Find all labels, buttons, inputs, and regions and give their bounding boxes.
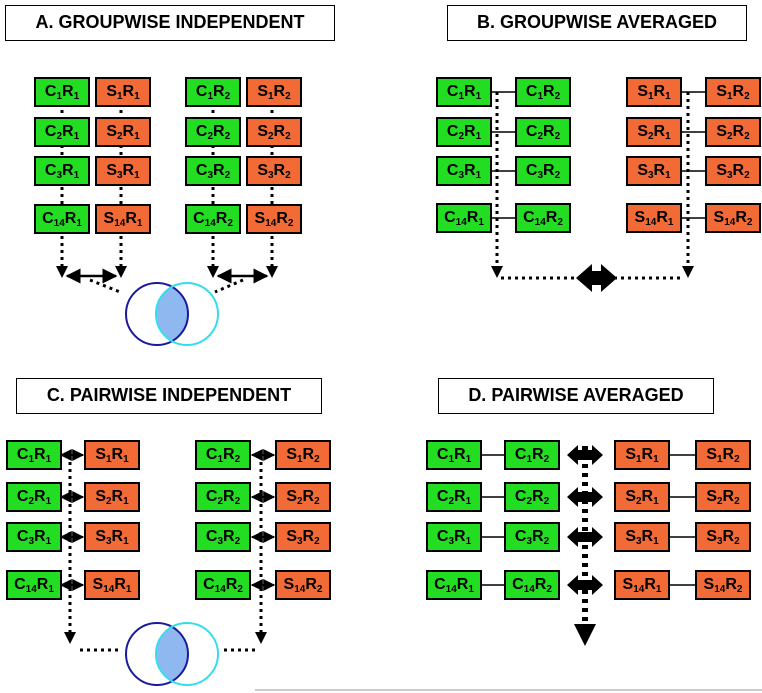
box-s14r2: S14R2 bbox=[275, 570, 331, 600]
panel-a-title: A. GROUPWISE INDEPENDENT bbox=[5, 5, 335, 41]
box-c2r2: C2R2 bbox=[185, 117, 241, 147]
panel-d-summary-arrowhead bbox=[574, 624, 596, 646]
box-s3r1: S3R1 bbox=[626, 156, 682, 186]
box-c1r2: C1R2 bbox=[185, 77, 241, 107]
box-s14r2: S14R2 bbox=[246, 204, 302, 234]
panel-b-dotted-paths bbox=[495, 92, 690, 280]
box-c1r1: C1R1 bbox=[6, 440, 62, 470]
box-s1r1: S1R1 bbox=[626, 77, 682, 107]
panel-b-arrowheads bbox=[491, 266, 694, 278]
panel-b-compare-double-arrow bbox=[576, 264, 617, 292]
box-c3r1: C3R1 bbox=[6, 522, 62, 552]
box-s2r2: S2R2 bbox=[275, 482, 331, 512]
box-s2r1: S2R1 bbox=[614, 482, 670, 512]
box-c3r1: C3R1 bbox=[436, 156, 492, 186]
box-s14r1: S14R1 bbox=[95, 204, 151, 234]
box-s3r2: S3R2 bbox=[246, 156, 302, 186]
box-s2r1: S2R1 bbox=[95, 117, 151, 147]
box-c14r1: C14R1 bbox=[426, 570, 482, 600]
panel-d-compare-arrows bbox=[567, 445, 603, 595]
box-c14r1: C14R1 bbox=[436, 203, 492, 233]
box-c1r1: C1R1 bbox=[34, 77, 90, 107]
box-c3r2: C3R2 bbox=[195, 522, 251, 552]
box-c14r2: C14R2 bbox=[195, 570, 251, 600]
box-s1r2: S1R2 bbox=[695, 440, 751, 470]
box-c2r1: C2R1 bbox=[426, 482, 482, 512]
box-s1r2: S1R2 bbox=[705, 77, 761, 107]
panel-c-pair-arrows bbox=[59, 449, 276, 591]
box-c14r2: C14R2 bbox=[185, 204, 241, 234]
box-c1r2: C1R2 bbox=[195, 440, 251, 470]
box-c1r2: C1R2 bbox=[504, 440, 560, 470]
box-s3r1: S3R1 bbox=[614, 522, 670, 552]
box-c1r1: C1R1 bbox=[426, 440, 482, 470]
panel-c-connectors bbox=[68, 455, 263, 652]
box-s14r2: S14R2 bbox=[695, 570, 751, 600]
box-s3r2: S3R2 bbox=[705, 156, 761, 186]
panel-c-title: C. PAIRWISE INDEPENDENT bbox=[16, 378, 322, 414]
box-s14r1: S14R1 bbox=[626, 203, 682, 233]
box-c3r2: C3R2 bbox=[185, 156, 241, 186]
box-c3r1: C3R1 bbox=[426, 522, 482, 552]
box-s3r1: S3R1 bbox=[84, 522, 140, 552]
box-c14r1: C14R1 bbox=[6, 570, 62, 600]
box-s3r2: S3R2 bbox=[695, 522, 751, 552]
box-c2r2: C2R2 bbox=[195, 482, 251, 512]
box-s14r1: S14R1 bbox=[84, 570, 140, 600]
panel-b-title: B. GROUPWISE AVERAGED bbox=[447, 5, 747, 41]
box-s14r1: S14R1 bbox=[614, 570, 670, 600]
box-s1r1: S1R1 bbox=[614, 440, 670, 470]
box-c2r2: C2R2 bbox=[515, 117, 571, 147]
box-s1r1: S1R1 bbox=[95, 77, 151, 107]
box-s2r2: S2R2 bbox=[246, 117, 302, 147]
panel-a-venn bbox=[125, 282, 219, 346]
box-s1r2: S1R2 bbox=[246, 77, 302, 107]
box-s2r2: S2R2 bbox=[695, 482, 751, 512]
panel-c-venn bbox=[125, 622, 219, 686]
box-c14r2: C14R2 bbox=[515, 203, 571, 233]
panel-b-pair-lines bbox=[492, 91, 707, 219]
box-c14r1: C14R1 bbox=[34, 204, 90, 234]
box-s2r1: S2R1 bbox=[626, 117, 682, 147]
panel-c-arrowheads bbox=[64, 632, 267, 644]
box-s2r1: S2R1 bbox=[84, 482, 140, 512]
box-c2r1: C2R1 bbox=[34, 117, 90, 147]
box-c2r1: C2R1 bbox=[6, 482, 62, 512]
box-c3r2: C3R2 bbox=[504, 522, 560, 552]
box-c1r1: C1R1 bbox=[436, 77, 492, 107]
box-c2r2: C2R2 bbox=[504, 482, 560, 512]
box-s3r2: S3R2 bbox=[275, 522, 331, 552]
box-s2r2: S2R2 bbox=[705, 117, 761, 147]
box-s14r2: S14R2 bbox=[705, 203, 761, 233]
panel-d-pair-lines bbox=[482, 454, 697, 586]
box-c3r2: C3R2 bbox=[515, 156, 571, 186]
box-s3r1: S3R1 bbox=[95, 156, 151, 186]
box-c3r1: C3R1 bbox=[34, 156, 90, 186]
box-c2r1: C2R1 bbox=[436, 117, 492, 147]
box-c1r2: C1R2 bbox=[515, 77, 571, 107]
box-s1r1: S1R1 bbox=[84, 440, 140, 470]
panel-a-arrowheads bbox=[56, 266, 278, 278]
box-s1r2: S1R2 bbox=[275, 440, 331, 470]
box-c14r2: C14R2 bbox=[504, 570, 560, 600]
panel-d-title: D. PAIRWISE AVERAGED bbox=[438, 378, 714, 414]
